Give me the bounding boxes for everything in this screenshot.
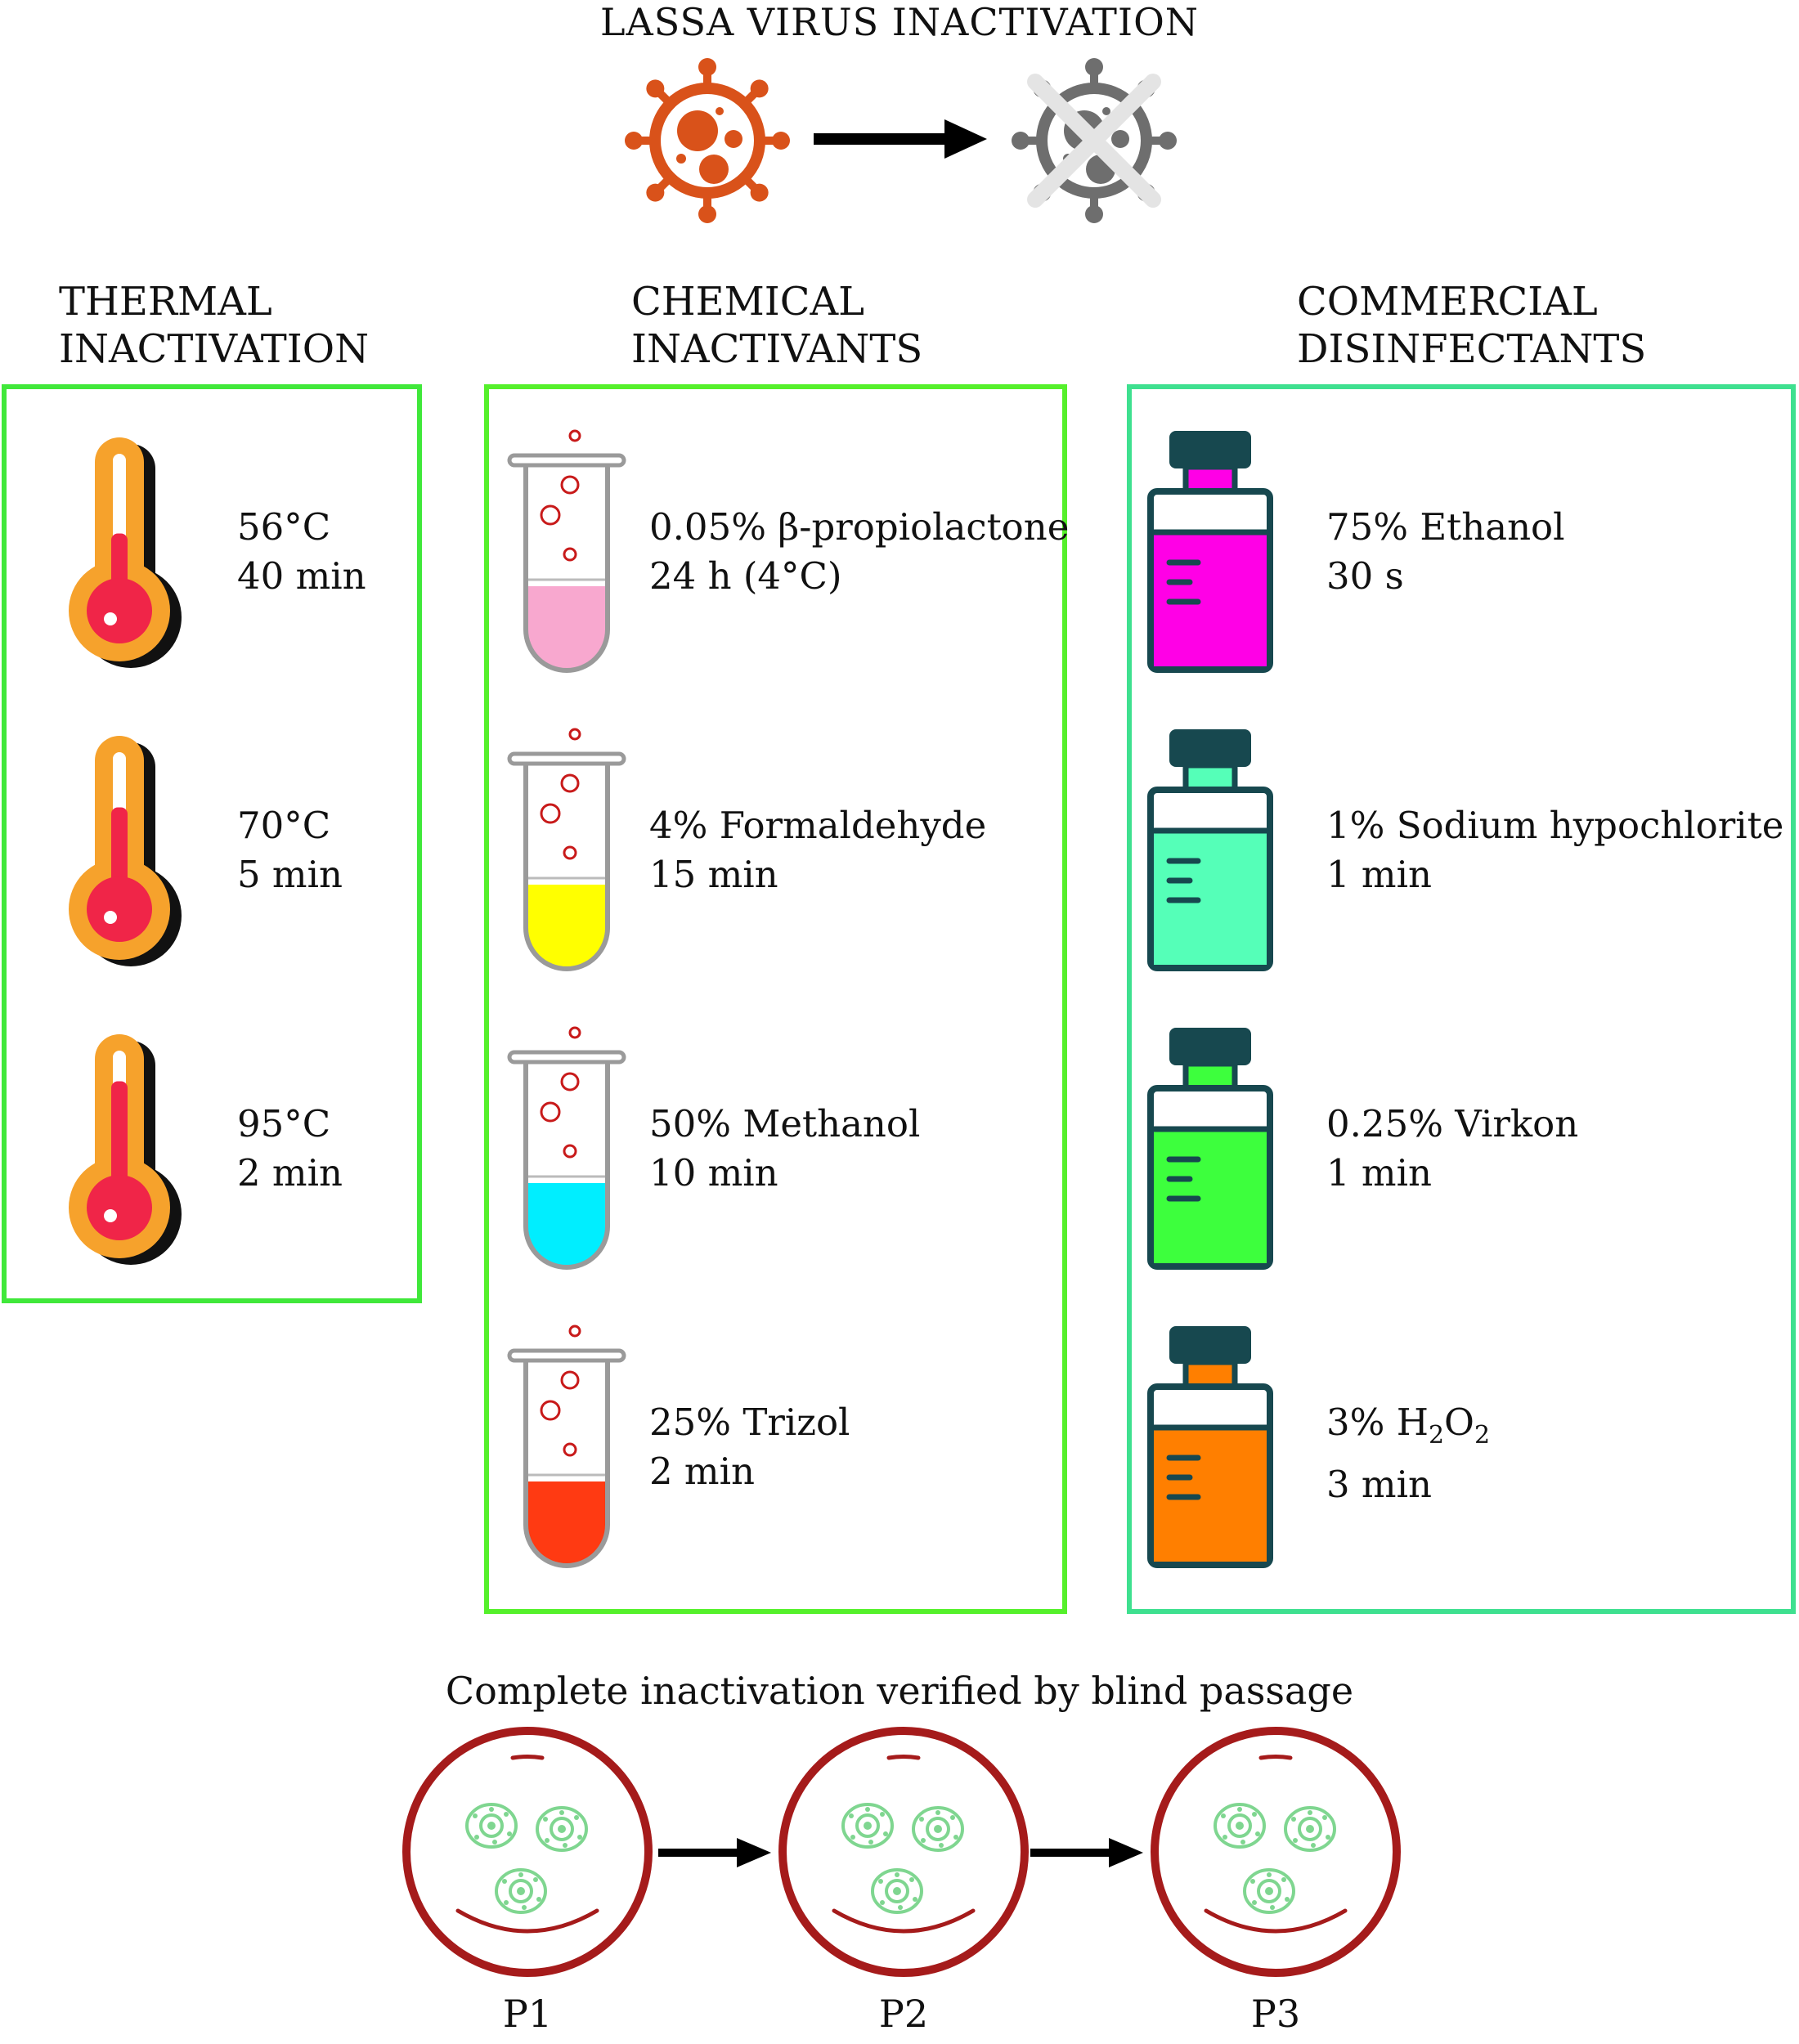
heading-commercial-line2: DISINFECTANTS bbox=[1297, 326, 1647, 372]
chemical-item: 0.05% β-propiolactone 24 h (4°C) bbox=[649, 503, 1069, 601]
chemical-name: 4% Formaldehyde bbox=[649, 804, 987, 847]
chemical-duration: 2 min bbox=[649, 1450, 755, 1493]
thermal-panel bbox=[2, 384, 422, 1303]
thermometer-icon bbox=[69, 437, 182, 668]
commercial-panel bbox=[1127, 384, 1796, 1614]
chemical-item: 4% Formaldehyde 15 min bbox=[649, 801, 986, 899]
disinfectant-name: 3% H2O2 bbox=[1326, 1401, 1491, 1450]
bottle-icon bbox=[1147, 431, 1273, 673]
passage-label: P1 bbox=[502, 1992, 553, 2036]
heading-commercial: COMMERCIAL DISINFECTANTS bbox=[1297, 278, 1646, 373]
thermal-duration: 40 min bbox=[237, 554, 366, 598]
chemical-duration: 24 h (4°C) bbox=[649, 554, 842, 598]
disinfectant-item: 75% Ethanol 30 s bbox=[1326, 503, 1565, 601]
chemical-panel bbox=[484, 384, 1067, 1614]
heading-thermal-line2: INACTIVATION bbox=[59, 326, 370, 372]
thermal-temperature: 70°C bbox=[237, 804, 331, 847]
thermal-duration: 5 min bbox=[237, 853, 343, 896]
thermal-temperature: 56°C bbox=[237, 505, 331, 549]
figure-title: LASSA VIRUS INACTIVATION bbox=[599, 0, 1200, 44]
thermal-item: 95°C 2 min bbox=[237, 1100, 343, 1198]
culture-dish-icon bbox=[402, 1727, 653, 1977]
arrow-icon bbox=[1030, 1838, 1143, 1867]
thermometer-icon bbox=[69, 1034, 182, 1265]
heading-thermal: THERMAL INACTIVATION bbox=[59, 278, 369, 373]
disinfectant-duration: 30 s bbox=[1326, 554, 1404, 598]
disinfectant-duration: 1 min bbox=[1326, 1151, 1432, 1195]
heading-chemical-line2: INACTIVANTS bbox=[631, 326, 923, 372]
passage-label: P3 bbox=[1250, 1992, 1301, 2036]
thermal-duration: 2 min bbox=[237, 1151, 343, 1195]
disinfectant-item: 1% Sodium hypochlorite 1 min bbox=[1326, 801, 1783, 899]
disinfectant-name: 0.25% Virkon bbox=[1326, 1102, 1579, 1145]
disinfectant-item: 0.25% Virkon 1 min bbox=[1326, 1100, 1578, 1198]
chemical-name: 25% Trizol bbox=[649, 1401, 850, 1444]
disinfectant-duration: 3 min bbox=[1326, 1463, 1432, 1506]
chemical-duration: 10 min bbox=[649, 1151, 778, 1195]
culture-dish-icon bbox=[778, 1727, 1029, 1977]
test-tube-icon bbox=[507, 1026, 626, 1270]
heading-commercial-line1: COMMERCIAL bbox=[1297, 279, 1598, 325]
arrow-icon bbox=[814, 119, 987, 159]
disinfectant-name: 75% Ethanol bbox=[1326, 505, 1565, 549]
inactive-virus-icon bbox=[1012, 58, 1177, 223]
thermal-item: 56°C 40 min bbox=[237, 503, 366, 601]
heading-chemical-line1: CHEMICAL bbox=[631, 279, 864, 325]
test-tube-icon bbox=[507, 1325, 626, 1568]
bottle-icon bbox=[1147, 729, 1273, 971]
disinfectant-item: 3% H2O2 3 min bbox=[1326, 1398, 1490, 1509]
chemical-name: 50% Methanol bbox=[649, 1102, 921, 1145]
active-virus-icon bbox=[625, 58, 790, 223]
disinfectant-name: 1% Sodium hypochlorite bbox=[1326, 804, 1784, 847]
chemical-item: 25% Trizol 2 min bbox=[649, 1398, 850, 1496]
heading-chemical: CHEMICAL INACTIVANTS bbox=[631, 278, 922, 373]
thermal-temperature: 95°C bbox=[237, 1102, 331, 1145]
chemical-item: 50% Methanol 10 min bbox=[649, 1100, 920, 1198]
culture-dish-icon bbox=[1151, 1727, 1401, 1977]
chemical-duration: 15 min bbox=[649, 853, 778, 896]
heading-thermal-line1: THERMAL bbox=[59, 279, 272, 325]
test-tube-icon bbox=[507, 429, 626, 673]
passage-title: Complete inactivation verified by blind … bbox=[445, 1669, 1354, 1713]
thermal-item: 70°C 5 min bbox=[237, 801, 343, 899]
passage-label: P2 bbox=[878, 1992, 929, 2036]
chemical-name: 0.05% β-propiolactone bbox=[649, 505, 1070, 549]
arrow-icon bbox=[658, 1838, 771, 1867]
bottle-icon bbox=[1147, 1326, 1273, 1568]
bottle-icon bbox=[1147, 1028, 1273, 1270]
disinfectant-duration: 1 min bbox=[1326, 853, 1432, 896]
thermometer-icon bbox=[69, 736, 182, 966]
test-tube-icon bbox=[507, 728, 626, 971]
